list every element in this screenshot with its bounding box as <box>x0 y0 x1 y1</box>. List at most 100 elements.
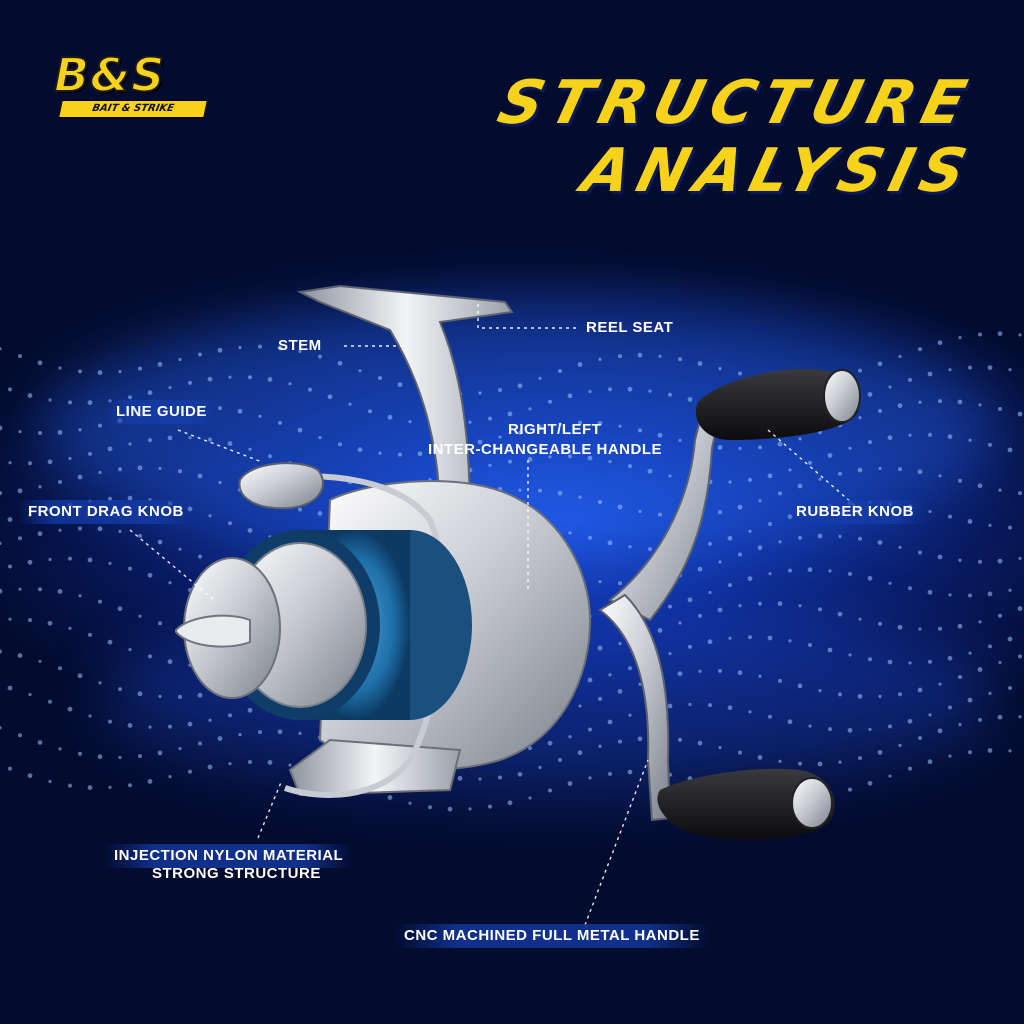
wave-dot <box>68 626 72 630</box>
wave-dot <box>567 781 573 786</box>
wave-dot <box>48 779 52 784</box>
wave-dot <box>628 713 632 717</box>
wave-dot <box>798 535 802 540</box>
wave-dot <box>757 755 763 760</box>
wave-dot <box>987 365 993 371</box>
wave-dot <box>988 442 992 447</box>
wave-dot <box>107 639 113 645</box>
wave-dot <box>938 626 942 631</box>
label-stem: STEM <box>278 337 322 354</box>
wave-dot <box>98 470 102 475</box>
wave-dot <box>57 429 63 435</box>
wave-dot <box>918 400 922 404</box>
wave-dot <box>857 693 863 699</box>
wave-dot <box>748 710 752 714</box>
wave-dot <box>518 430 522 435</box>
wave-dot <box>848 571 852 576</box>
wave-dot <box>568 454 572 459</box>
wave-dot <box>737 670 743 676</box>
wave-dot <box>568 735 572 739</box>
wave-dot <box>818 477 822 481</box>
wave-dot <box>777 441 783 447</box>
wave-dot <box>127 723 133 728</box>
wave-dot <box>767 473 773 479</box>
wave-dot <box>778 491 782 496</box>
wave-dot <box>998 488 1002 492</box>
wave-dot <box>628 464 632 469</box>
wave-dot <box>718 745 722 750</box>
wave-dot <box>587 455 593 461</box>
wave-dot <box>918 550 922 555</box>
wave-dot <box>517 771 523 777</box>
wave-dot <box>668 651 672 656</box>
wave-dot <box>898 354 902 359</box>
wave-dot <box>138 533 142 538</box>
wave-dot <box>27 559 33 565</box>
wave-dot <box>958 478 962 483</box>
label-reel-seat: REEL SEAT <box>586 319 674 336</box>
wave-dot <box>67 706 73 712</box>
wave-dot <box>158 466 162 471</box>
wave-dot <box>108 561 112 565</box>
wave-dot <box>1018 556 1022 560</box>
wave-dot <box>647 468 653 474</box>
wave-dot <box>0 347 2 351</box>
logo-tagline: BAIT & STRIKE <box>58 100 208 118</box>
wave-dot <box>908 433 912 437</box>
wave-dot <box>108 496 112 501</box>
wave-dot <box>868 727 872 732</box>
wave-dot <box>618 739 622 744</box>
wave-dot <box>928 659 932 664</box>
wave-dot <box>938 682 942 686</box>
wave-dot <box>108 719 112 724</box>
wave-dot <box>197 692 203 698</box>
wave-dot <box>728 480 732 484</box>
wave-dot <box>928 509 932 514</box>
wave-dot <box>697 740 703 746</box>
wave-dot <box>888 774 892 778</box>
wave-dot <box>547 740 553 746</box>
wave-dot <box>908 661 912 665</box>
wave-dot <box>838 534 842 538</box>
wave-dot <box>18 587 22 591</box>
wave-dot <box>528 407 532 411</box>
wave-dot <box>8 387 12 392</box>
wave-dot <box>158 694 162 698</box>
wave-dot <box>578 495 582 499</box>
wave-dot <box>738 371 742 376</box>
wave-dot <box>607 719 613 725</box>
wave-dot <box>0 425 3 431</box>
wave-dot <box>758 499 762 503</box>
wave-dot <box>858 756 862 761</box>
wave-dot <box>877 540 883 545</box>
wave-dot <box>978 717 982 722</box>
wave-dot <box>767 635 773 641</box>
wave-dot <box>848 446 852 450</box>
wave-dot <box>77 673 83 679</box>
wave-dot <box>28 618 32 623</box>
wave-dot <box>968 438 972 442</box>
wave-dot <box>488 804 492 809</box>
wave-dot <box>858 617 862 621</box>
wave-dot <box>478 391 482 395</box>
wave-dot <box>518 488 522 492</box>
wave-dot <box>617 504 623 510</box>
wave-dot <box>227 441 233 446</box>
wave-dot <box>778 678 782 683</box>
wave-dot <box>898 743 902 748</box>
wave-dot <box>897 624 903 630</box>
wave-dot <box>507 800 513 806</box>
wave-dot <box>577 750 583 756</box>
callout-lines <box>129 304 861 926</box>
wave-dot <box>1018 491 1022 496</box>
wave-dot <box>288 763 292 767</box>
wave-dot <box>978 403 982 407</box>
wave-dot <box>98 599 102 604</box>
wave-dot <box>887 435 893 441</box>
wave-dot <box>738 604 742 608</box>
wave-dot <box>968 750 972 755</box>
wave-dot <box>1007 636 1013 642</box>
wave-dot <box>618 354 622 359</box>
wave-dot <box>908 377 912 382</box>
wave-dot <box>217 347 223 353</box>
